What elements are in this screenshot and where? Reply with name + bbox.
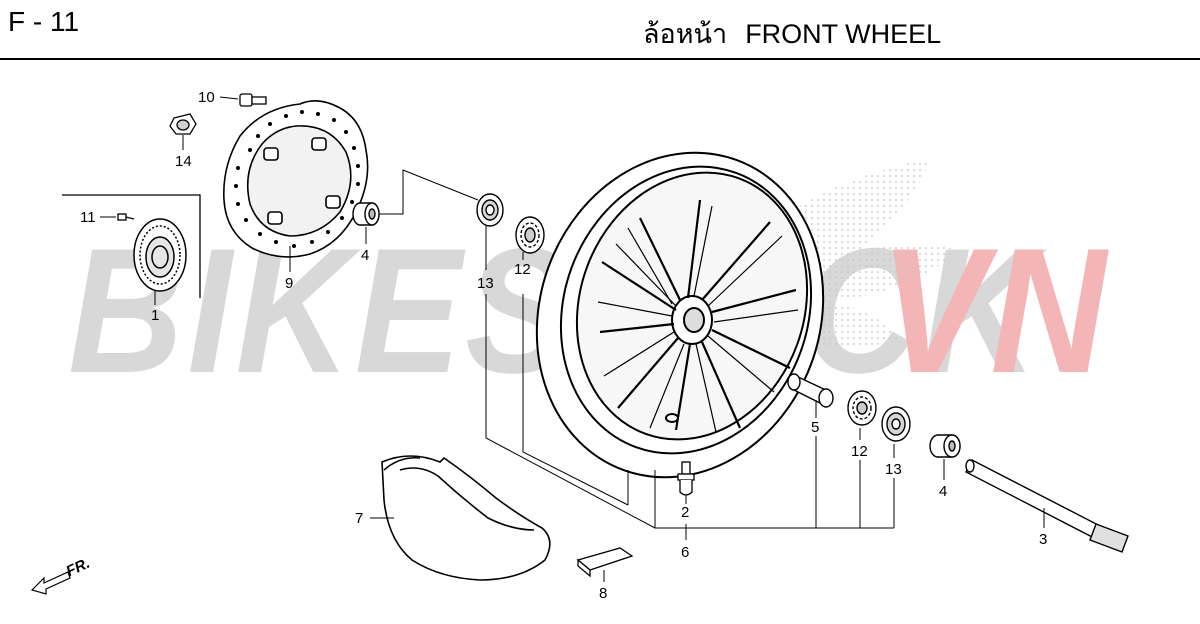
pulser-bracket <box>62 194 201 298</box>
page-title: ล้อหน้า FRONT WHEEL <box>643 12 941 55</box>
brake-disc-shape <box>223 100 369 258</box>
collar-4-right-shape <box>929 434 961 458</box>
title-english: FRONT WHEEL <box>745 19 942 49</box>
axle-3-shape <box>965 459 1129 553</box>
screw-11-shape <box>117 213 135 221</box>
callout-12-left: 12 <box>514 261 531 278</box>
callout-9: 9 <box>285 275 294 292</box>
callout-4-right: 4 <box>939 483 948 500</box>
collar-4-left-shape <box>352 202 380 226</box>
bolt-10-shape <box>239 93 267 107</box>
callout-7: 7 <box>355 510 364 527</box>
callout-2: 2 <box>681 504 690 521</box>
callout-11: 11 <box>80 209 96 226</box>
header-rule <box>0 58 1200 60</box>
rim-leader <box>627 470 656 528</box>
callout-5: 5 <box>811 419 820 436</box>
tire-shape <box>381 455 551 581</box>
bearing-12-left-shape <box>515 216 545 254</box>
page-code: F - 11 <box>8 6 80 37</box>
callout-1: 1 <box>151 307 160 324</box>
title-thai: ล้อหน้า <box>643 19 728 50</box>
callout-3: 3 <box>1039 531 1048 548</box>
leader-13-left <box>485 294 656 529</box>
callout-14: 14 <box>175 153 192 170</box>
leader-12-left <box>522 294 629 506</box>
callout-4-left: 4 <box>361 247 370 264</box>
valve-2-shape <box>677 461 695 496</box>
callout-6: 6 <box>681 544 690 561</box>
callout-10: 10 <box>198 89 215 106</box>
collar-4-leader <box>380 169 479 215</box>
wheel-rim-shape <box>535 151 825 479</box>
fr-arrow-icon <box>30 571 71 595</box>
callout-13-left: 13 <box>477 275 494 292</box>
pulser-ring-shape <box>133 218 187 292</box>
callout-8: 8 <box>599 585 608 602</box>
collar-5-shape <box>787 373 834 408</box>
callout-12-right: 12 <box>851 443 868 460</box>
seal-13-right-shape <box>881 406 911 442</box>
seal-13-left-shape <box>476 193 504 227</box>
weight-8-shape <box>576 547 634 578</box>
nut-14-shape <box>169 113 197 135</box>
callout-13-right: 13 <box>885 461 902 478</box>
bearing-12-right-shape <box>847 390 877 426</box>
